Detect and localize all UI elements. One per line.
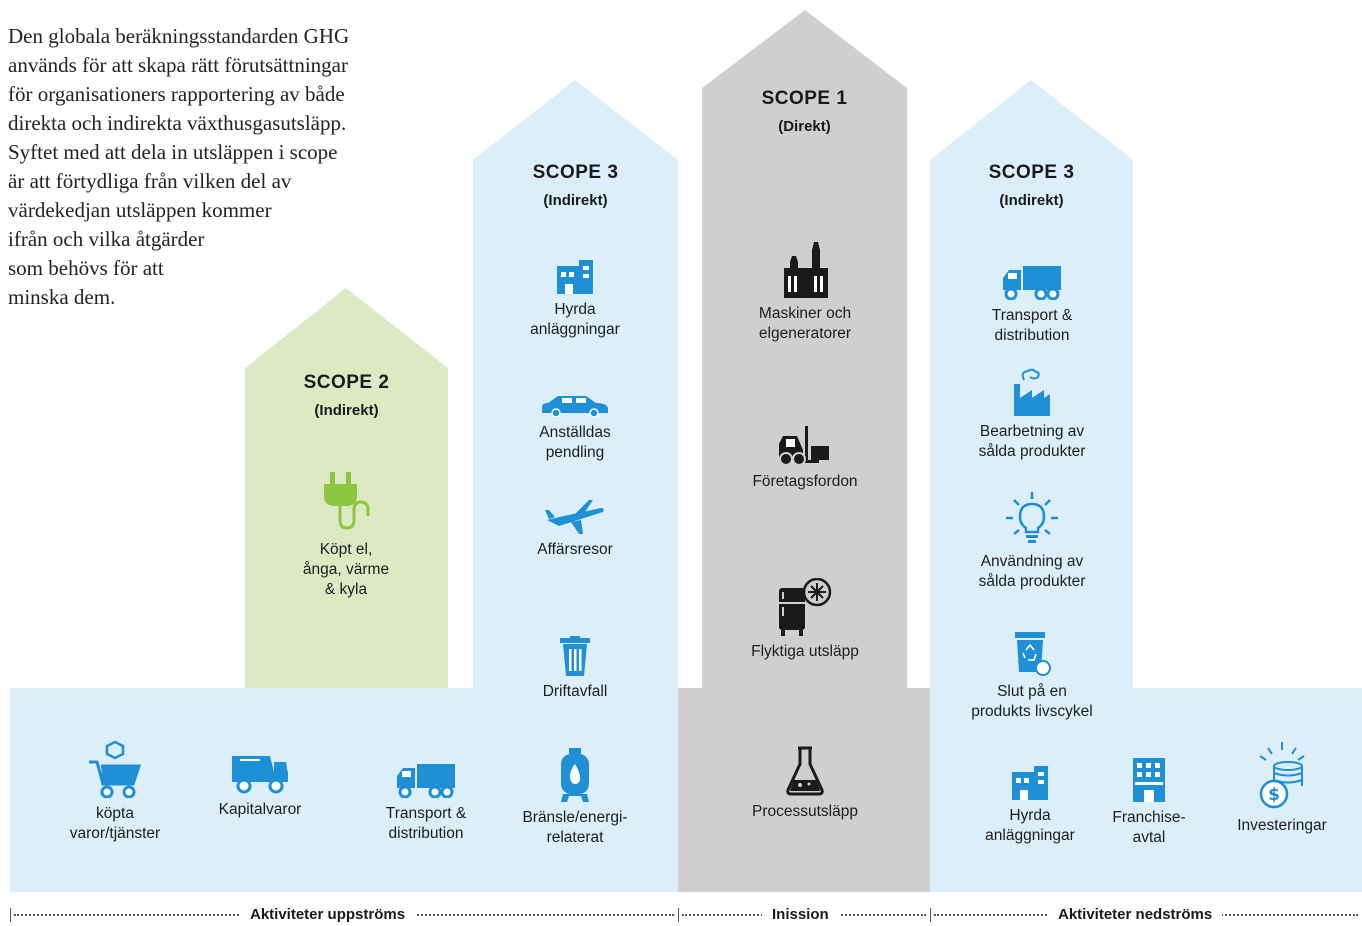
forklift-icon xyxy=(779,426,829,466)
intro-line: används för att skapa rätt förutsättning… xyxy=(8,53,348,77)
scope1-arrow xyxy=(702,10,907,892)
bottom-up-item-transport: Transport & distribution xyxy=(361,762,491,844)
intro-line: för organisationers rapportering av både xyxy=(8,82,345,106)
intro-line: Syftet med att dela in utsläppen i scope xyxy=(8,140,338,164)
scope3-upstream-subtitle: (Indirekt) xyxy=(543,192,608,209)
item-label: Hyrda anläggningar xyxy=(985,807,1075,844)
footer-tick xyxy=(678,908,679,922)
intro-line: är att förtydliga från vilken del av xyxy=(8,169,292,193)
scope3-upstream-header: SCOPE 3 (Indirekt) xyxy=(473,162,678,209)
scope3-downstream-item-transport: Transport & distribution xyxy=(952,264,1112,346)
item-label: Transport & distribution xyxy=(991,307,1073,344)
footer-tick xyxy=(930,908,931,922)
scope3-upstream-item-waste: Driftavfall xyxy=(495,636,655,702)
scope2-header: SCOPE 2 (Indirekt) xyxy=(245,372,448,419)
trash-icon xyxy=(560,636,590,676)
scope3-upstream-item-commuting: Anställdas pendling xyxy=(495,393,655,463)
scope2-subtitle: (Indirekt) xyxy=(314,402,379,419)
item-label: Flyktiga utsläpp xyxy=(751,643,859,660)
building-icon xyxy=(1012,766,1048,800)
scope1-item-process-emissions: Processutsläpp xyxy=(725,746,885,822)
item-label: Processutsläpp xyxy=(752,803,858,820)
intro-line: ifrån och vilka åtgärder xyxy=(8,227,205,251)
building-icon xyxy=(557,260,593,294)
bottom-down-item-leased-assets: Hyrda anläggningar xyxy=(960,764,1100,846)
scope3-downstream-title: SCOPE 3 xyxy=(988,162,1075,183)
intro-line: som behövs för att xyxy=(8,256,164,280)
item-label: Driftavfall xyxy=(542,683,608,700)
item-label: Anställdas pendling xyxy=(539,424,611,461)
flask-icon xyxy=(786,746,824,796)
scope1-item-company-vehicles: Företagsfordon xyxy=(725,426,885,492)
scope3-upstream-item-business-travel: Affärsresor xyxy=(495,500,655,560)
item-label: Franchise- avtal xyxy=(1112,809,1186,846)
scope1-item-fugitive-emissions: Flyktiga utsläpp xyxy=(725,578,885,662)
bottom-up-item-fuel-energy: Bränsle/energi- relaterat xyxy=(510,748,640,848)
factory-icon xyxy=(784,242,828,298)
lightbulb-icon xyxy=(1006,492,1058,543)
smoke-factory-icon xyxy=(1014,368,1050,416)
coins-icon: $ xyxy=(1259,742,1305,809)
footer-upstream-label: Aktiviteter uppströms xyxy=(240,906,416,923)
truck-icon xyxy=(397,764,455,798)
item-label: Bearbetning av sålda produkter xyxy=(978,423,1086,460)
plug-icon xyxy=(324,472,370,530)
item-label: Köpt el, ånga, värme & kyla xyxy=(302,541,390,598)
intro-text: Den globala beräkningsstandarden GHG anv… xyxy=(8,22,350,312)
item-label: Affärsresor xyxy=(537,541,613,558)
scope2-title: SCOPE 2 xyxy=(303,372,390,393)
bottom-up-item-capital-goods: Kapitalvaror xyxy=(195,752,325,820)
intro-line: minska dem. xyxy=(8,285,116,309)
truck-icon xyxy=(1003,266,1061,300)
bottom-down-item-franchise: Franchise- avtal xyxy=(1094,758,1204,848)
intro-line: direkta och indirekta växthusgasutsläpp. xyxy=(8,111,347,135)
scope3-downstream-item-processing: Bearbetning av sålda produkter xyxy=(952,368,1112,462)
scope3-downstream-subtitle: (Indirekt) xyxy=(999,192,1064,209)
intro-line: Den globala beräkningsstandarden GHG xyxy=(8,24,350,48)
bottom-up-item-purchased-goods: köpta varor/tjänster xyxy=(50,740,180,844)
item-label: Investeringar xyxy=(1237,817,1327,834)
scope3-downstream-item-end-of-life: Slut på en produkts livscykel xyxy=(952,630,1112,722)
scope2-item-purchased-energy: Köpt el, ånga, värme & kyla xyxy=(266,472,426,600)
scope3-upstream-item-leased-assets: Hyrda anläggningar xyxy=(495,258,655,340)
gas-tank-icon xyxy=(561,748,589,802)
scope3-downstream-arrow xyxy=(930,80,1133,688)
activity-footer: Aktiviteter uppströms Inission Aktivitet… xyxy=(0,904,1362,926)
scope3-downstream-item-use: Användning av sålda produkter xyxy=(952,490,1112,592)
item-label: Bränsle/energi- relaterat xyxy=(522,809,628,846)
item-label: Företagsfordon xyxy=(752,473,858,490)
car-icon xyxy=(542,396,608,417)
scope1-item-machines: Maskiner och elgeneratorer xyxy=(725,242,885,344)
cart-icon xyxy=(89,740,141,798)
scope1-title: SCOPE 1 xyxy=(761,88,848,109)
recycle-bin-icon xyxy=(1015,632,1051,676)
item-label: Användning av sålda produkter xyxy=(978,553,1086,590)
shop-icon xyxy=(1133,758,1165,802)
item-label: Maskiner och elgeneratorer xyxy=(758,305,852,342)
intro-line: värdekedjan utsläppen kommer xyxy=(8,198,272,222)
footer-tick xyxy=(10,908,11,922)
item-label: Kapitalvaror xyxy=(218,801,302,818)
footer-downstream-label: Aktiviteter nedströms xyxy=(1048,906,1223,923)
footer-center-label: Inission xyxy=(762,906,839,923)
bottom-down-item-investments: $ Investeringar xyxy=(1212,742,1352,836)
dump-truck-icon xyxy=(232,756,288,794)
scope1-header: SCOPE 1 (Direkt) xyxy=(702,88,907,135)
scope3-upstream-title: SCOPE 3 xyxy=(532,162,619,183)
airplane-icon xyxy=(545,500,604,534)
scope3-upstream-arrow xyxy=(473,80,678,688)
item-label: Slut på en produkts livscykel xyxy=(971,683,1093,720)
item-label: Hyrda anläggningar xyxy=(530,301,620,338)
scope3-downstream-header: SCOPE 3 (Indirekt) xyxy=(930,162,1133,209)
scope1-subtitle: (Direkt) xyxy=(778,118,831,135)
fridge-icon xyxy=(779,578,832,636)
item-label: köpta varor/tjänster xyxy=(69,805,161,842)
item-label: Transport & distribution xyxy=(385,805,467,842)
svg-text:$: $ xyxy=(1268,785,1280,805)
